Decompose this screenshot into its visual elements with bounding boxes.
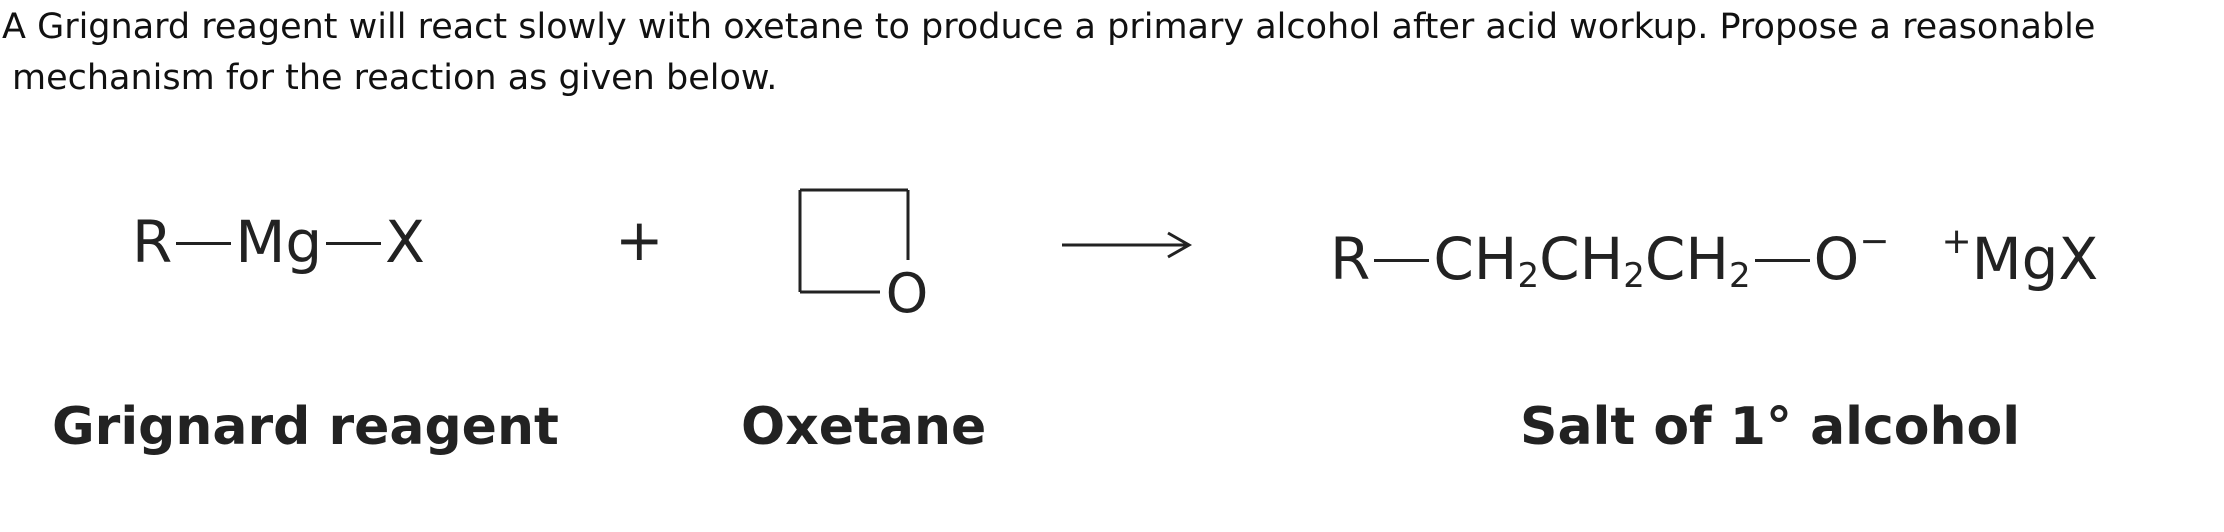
methylene-3: CH	[1644, 225, 1729, 293]
bond-line	[176, 242, 232, 246]
positive-charge: +	[1941, 221, 1972, 262]
bond-line	[1374, 259, 1430, 263]
plus-sign: +	[615, 206, 664, 274]
oxygen-atom: O	[886, 262, 929, 320]
question-text: A Grignard reagent will react slowly wit…	[2, 2, 2202, 104]
subscript-2: 2	[1728, 256, 1751, 296]
magnesium-halide: MgX	[1971, 225, 2099, 293]
r-group: R	[1330, 225, 1371, 293]
subscript-2: 2	[1623, 256, 1645, 296]
halide-atom: X	[385, 208, 425, 276]
product-caption: Salt of 1° alcohol	[1520, 397, 2021, 457]
question-line-1: A Grignard reagent will react slowly wit…	[2, 7, 2096, 47]
arrow-head	[1167, 231, 1193, 259]
methylene-2: CH	[1539, 225, 1624, 293]
alkoxide-oxygen: O	[1813, 225, 1860, 293]
r-group: R	[132, 208, 173, 276]
magnesium-atom: Mg	[235, 208, 323, 276]
grignard-reagent-caption: Grignard reagent	[52, 397, 559, 457]
methylene-1: CH	[1433, 225, 1518, 293]
negative-charge: −	[1859, 221, 1890, 262]
bond-line	[1754, 259, 1810, 263]
reaction-arrow	[1062, 231, 1193, 259]
bond-line	[326, 242, 382, 246]
question-line-2: mechanism for the reaction as given belo…	[12, 58, 778, 98]
subscript-2: 2	[1517, 256, 1540, 296]
oxetane-caption: Oxetane	[741, 397, 987, 457]
oxetane-structure: O	[798, 188, 929, 320]
